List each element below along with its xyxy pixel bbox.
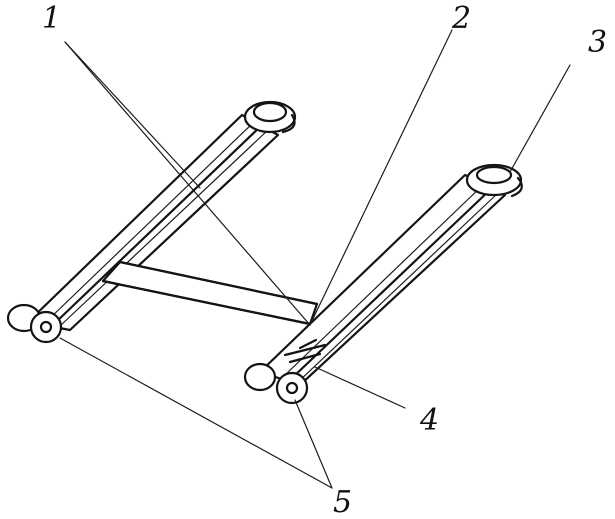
cross-member	[101, 260, 319, 326]
leader-lines	[59, 29, 571, 489]
left-arm	[6, 100, 297, 344]
label-3: 3	[588, 25, 607, 60]
right-arm-rear-eye	[465, 163, 523, 197]
label-1: 1	[42, 1, 61, 36]
label-5: 5	[333, 485, 352, 519]
left-arm-rear-eye	[243, 100, 297, 134]
right-arm-front-eye	[243, 362, 277, 392]
label-4: 4	[419, 403, 439, 438]
right-arm	[243, 163, 523, 405]
label-2: 2	[451, 1, 471, 36]
